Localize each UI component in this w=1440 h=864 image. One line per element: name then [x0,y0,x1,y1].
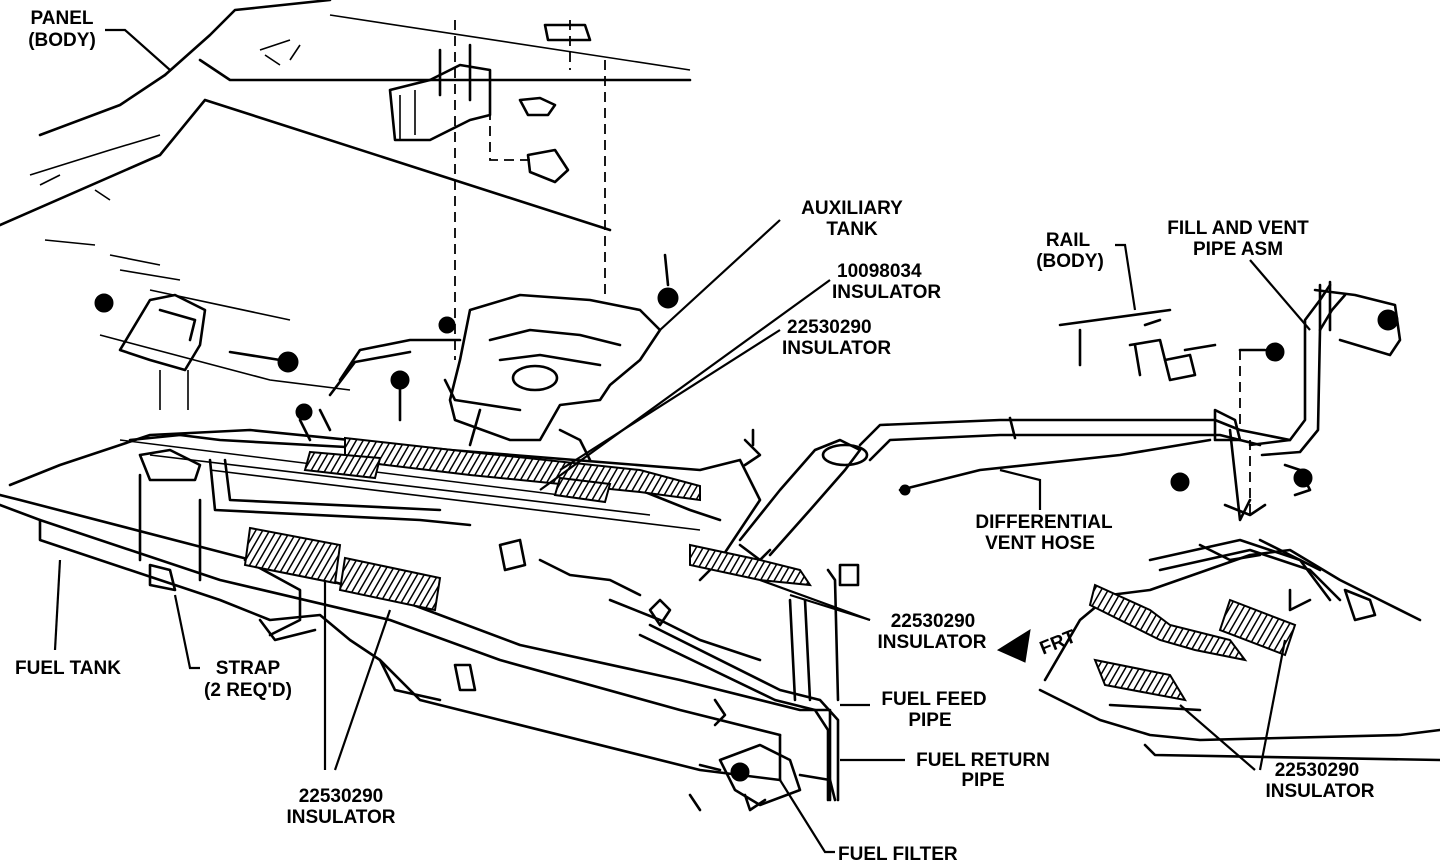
svg-text:STRAP: STRAP [216,658,281,679]
label-insulator-22530290-right: 22530290 INSULATOR [1265,760,1374,802]
svg-text:FUEL RETURN: FUEL RETURN [916,750,1050,771]
svg-text:INSULATOR: INSULATOR [782,338,891,359]
inset-tank-drawing [1038,538,1440,762]
body-panel-drawing [0,0,692,391]
svg-text:VENT HOSE: VENT HOSE [985,533,1095,554]
auxiliary-tank-drawing [295,253,679,447]
fuel-tank-drawing [0,408,869,802]
leader-lines [53,28,1311,854]
label-insulator-22530290-bottom: 22530290 INSULATOR [286,786,395,828]
label-rail-body: RAIL (BODY) [1036,230,1104,272]
label-fuel-filter: FUEL FILTER [838,844,958,864]
svg-text:FUEL FEED: FUEL FEED [881,689,986,710]
label-insulator-22530290-mid: 22530290 INSULATOR [877,611,986,653]
svg-text:(BODY): (BODY) [1036,251,1104,272]
svg-text:22530290: 22530290 [1275,760,1360,781]
svg-text:22530290: 22530290 [891,611,976,632]
svg-text:FUEL FILTER: FUEL FILTER [838,844,958,864]
label-fuel-feed-pipe: FUEL FEED PIPE [881,689,986,731]
svg-text:TANK: TANK [826,219,878,240]
label-auxiliary-tank: AUXILIARY TANK [801,198,903,240]
svg-text:INSULATOR: INSULATOR [877,632,986,653]
label-fill-vent-pipe: FILL AND VENT PIPE ASM [1167,218,1309,260]
strap-bracket-drawing [94,293,299,410]
svg-text:PIPE ASM: PIPE ASM [1193,239,1283,260]
label-panel-body: PANEL (BODY) [28,8,96,51]
label-fuel-return-pipe: FUEL RETURN PIPE [916,750,1050,791]
front-direction-arrow: FRT [996,626,1079,663]
svg-text:INSULATOR: INSULATOR [286,807,395,828]
svg-text:22530290: 22530290 [787,317,872,338]
svg-text:AUXILIARY: AUXILIARY [801,198,903,219]
fuel-pipes-drawing [638,623,840,812]
svg-text:(BODY): (BODY) [28,30,96,51]
label-differential-vent-hose: DIFFERENTIAL VENT HOSE [975,512,1113,554]
svg-text:(2 REQ'D): (2 REQ'D) [204,680,292,701]
label-fuel-tank: FUEL TANK [15,658,121,679]
svg-text:FUEL TANK: FUEL TANK [15,658,121,679]
svg-text:PIPE: PIPE [961,770,1004,791]
label-insulator-22530290-top: 22530290 INSULATOR [782,317,891,359]
rail-and-vent-drawing [858,280,1402,522]
svg-text:INSULATOR: INSULATOR [1265,781,1374,802]
svg-text:22530290: 22530290 [299,786,384,807]
svg-text:INSULATOR: INSULATOR [832,282,941,303]
svg-text:RAIL: RAIL [1046,230,1091,251]
label-insulator-10098034: 10098034 INSULATOR [832,261,941,303]
label-strap: STRAP (2 REQ'D) [204,658,292,701]
frt-label: FRT [1037,626,1079,659]
svg-text:FILL AND VENT: FILL AND VENT [1167,218,1309,239]
svg-text:DIFFERENTIAL: DIFFERENTIAL [975,512,1113,533]
svg-text:PIPE: PIPE [908,710,951,731]
svg-text:PANEL: PANEL [31,8,94,29]
svg-text:10098034: 10098034 [837,261,922,282]
